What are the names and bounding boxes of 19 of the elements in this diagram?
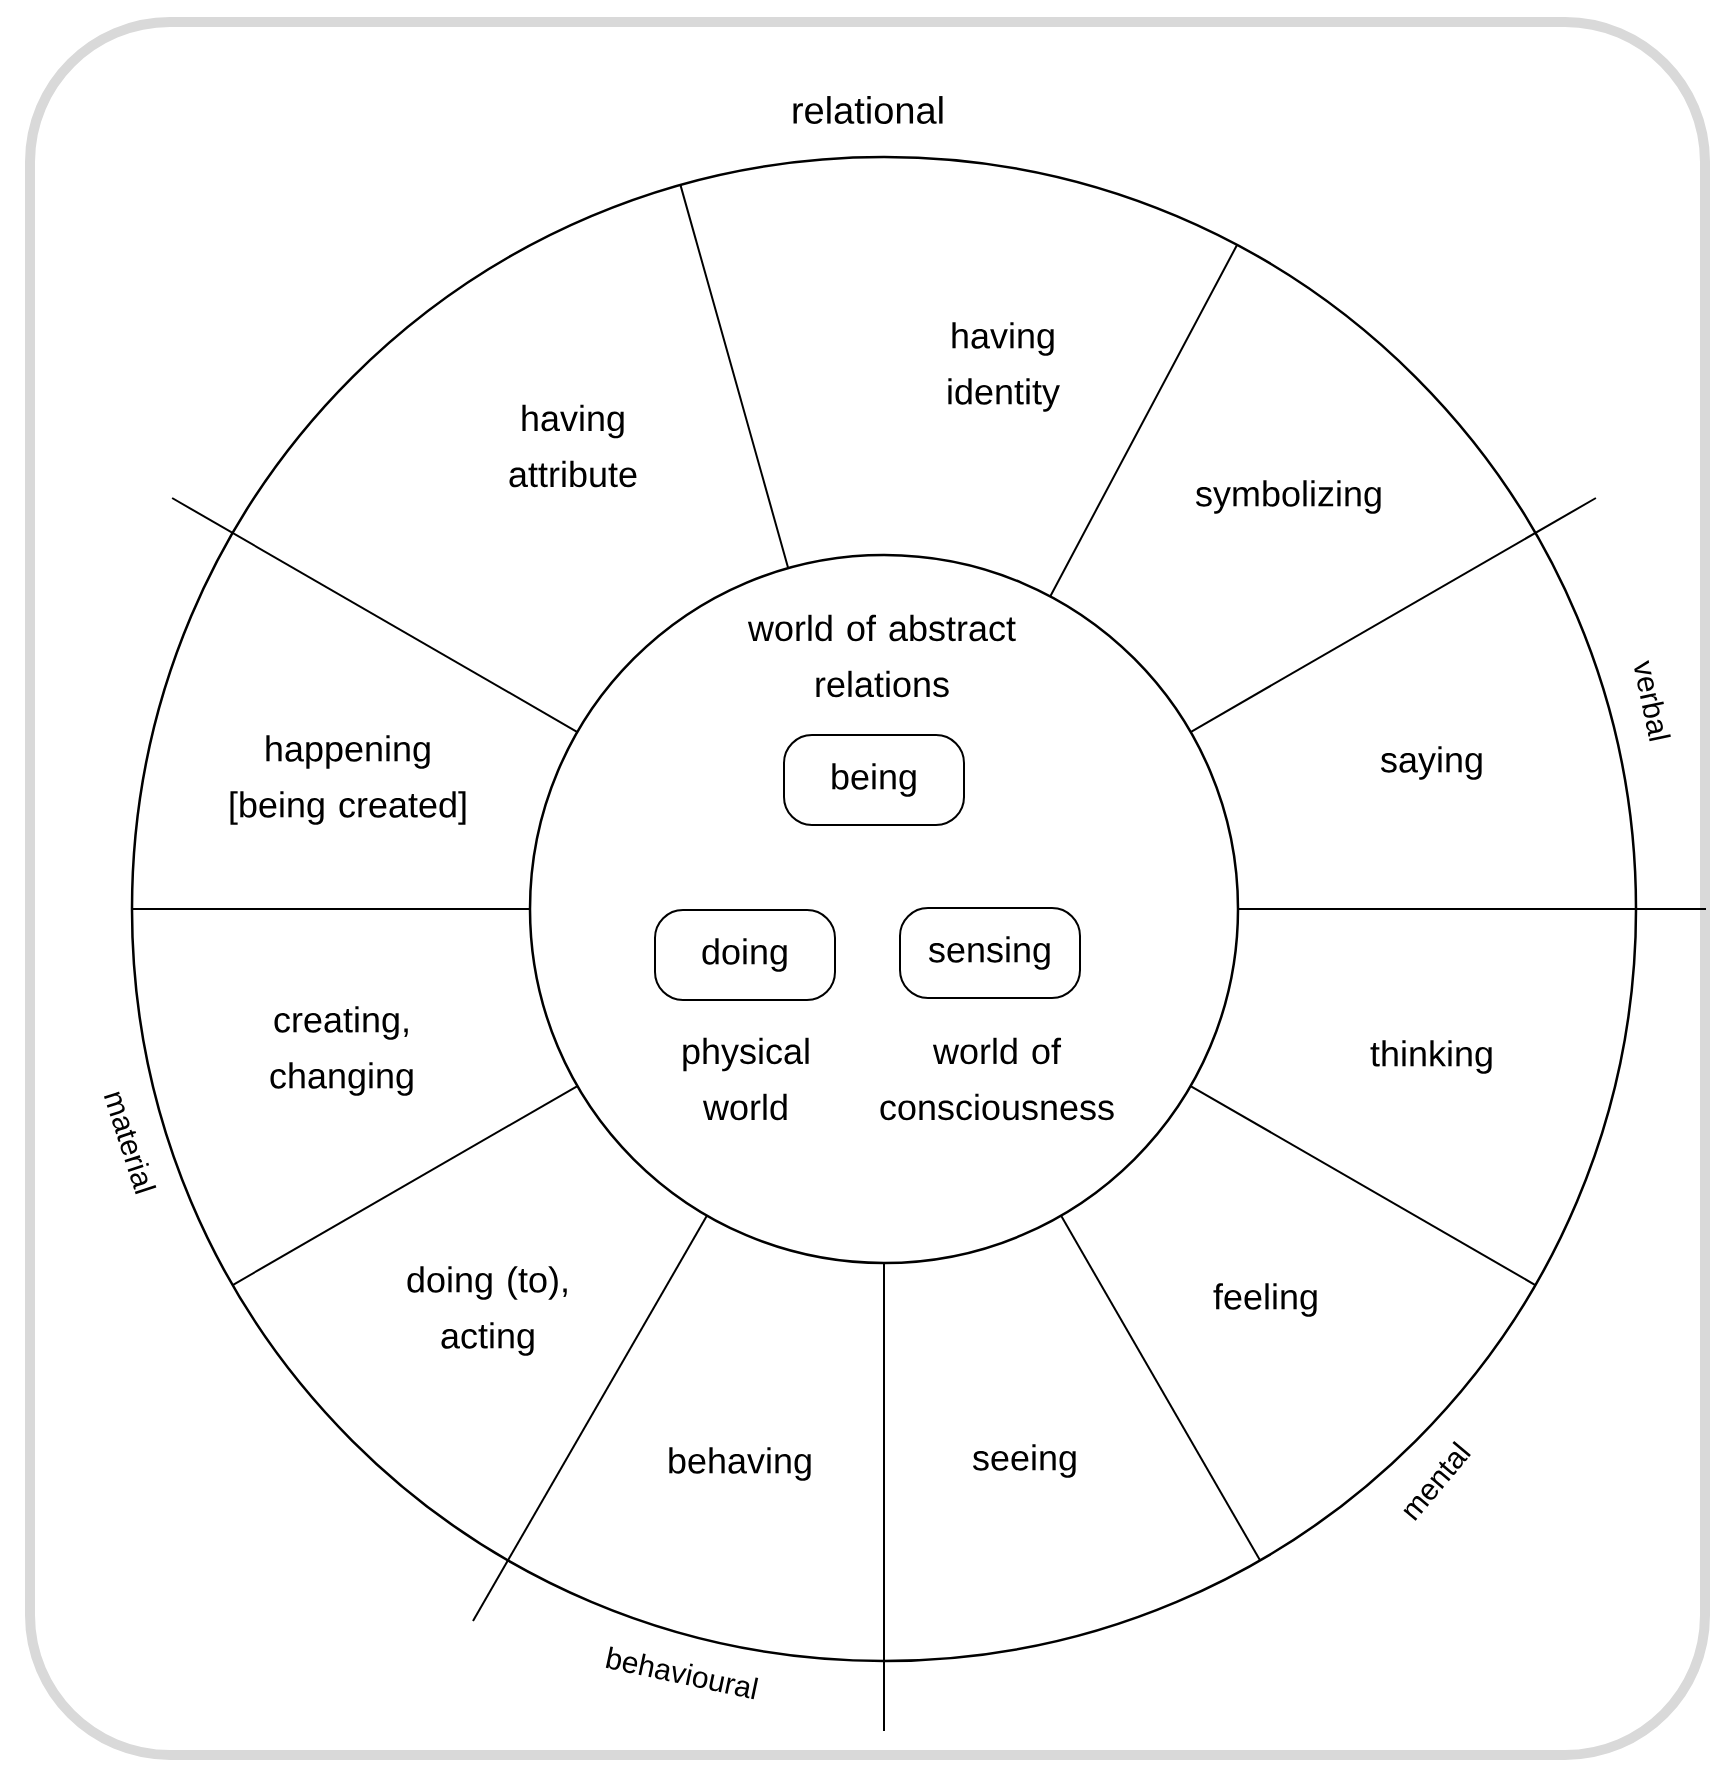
group-label: relational xyxy=(787,93,949,127)
sector-label: saying xyxy=(1381,746,1482,780)
pill: sensing xyxy=(899,907,1081,999)
sector-label: doing (to), acting xyxy=(407,1266,567,1356)
circle-text: world of abstract relations xyxy=(747,614,1016,698)
sector-label: happening [being created] xyxy=(230,735,466,825)
sector-label: feeling xyxy=(1213,1283,1317,1317)
pill: being xyxy=(783,734,965,826)
sector-label: having attribute xyxy=(509,404,637,488)
circle-text: physical world xyxy=(683,1037,809,1121)
circle-text: world of consciousness xyxy=(880,1037,1114,1121)
sector-label: thinking xyxy=(1370,1040,1492,1074)
sector-label: having identity xyxy=(948,322,1060,412)
sector-label: symbolizing xyxy=(1195,480,1381,514)
sector-label: behaving xyxy=(669,1447,811,1481)
pill: doing xyxy=(654,909,836,1001)
sector-label: creating, changing xyxy=(270,1006,413,1096)
sector-label: seeing xyxy=(972,1444,1076,1478)
group-label: verbal xyxy=(1629,655,1675,747)
